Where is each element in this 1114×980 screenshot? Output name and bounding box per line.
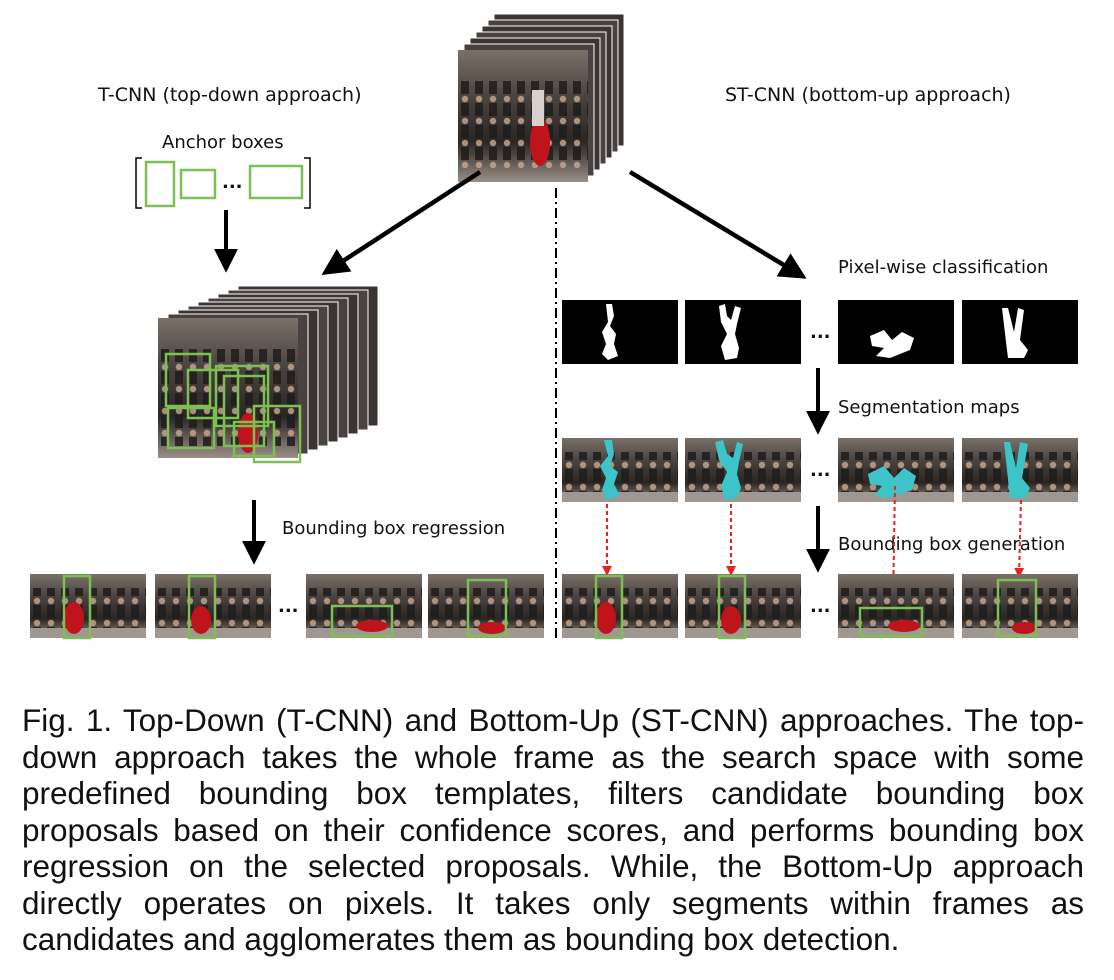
- seg-frame-2: [685, 438, 801, 502]
- mask-frame-3: [838, 300, 954, 364]
- stcnn-ellipsis: ...: [810, 596, 831, 617]
- stcnn-result-frame-4: [962, 574, 1078, 638]
- tcnn-frame-stack: [158, 285, 379, 464]
- stcnn-title: ST-CNN (bottom-up approach): [725, 84, 1011, 106]
- tcnn-ellipsis: ...: [278, 596, 299, 617]
- tcnn-result-frame-3: [306, 574, 422, 638]
- pixel-wise-label: Pixel-wise classification: [838, 257, 1048, 278]
- figure-diagram: T-CNN (top-down approach) ST-CNN (bottom…: [30, 13, 1078, 640]
- input-video-cube: [458, 13, 625, 182]
- anchor-boxes-label: Anchor boxes: [162, 132, 284, 153]
- anchor-box-tall: [144, 160, 176, 208]
- tcnn-result-frame-2: [155, 574, 271, 640]
- anchor-ellipsis: ...: [222, 172, 243, 193]
- arrow-to-tcnn: [321, 170, 482, 275]
- stcnn-result-frame-2: [685, 574, 801, 640]
- pixel-masks-row: ...: [562, 300, 1078, 364]
- tcnn-title: T-CNN (top-down approach): [97, 84, 362, 106]
- stcnn-result-frame-1: [562, 574, 678, 640]
- seg-frame-3: [838, 438, 954, 502]
- bbox-regression-label: Bounding box regression: [282, 518, 505, 539]
- stcnn-result-frames: ...: [562, 574, 1078, 640]
- seg-ellipsis: ...: [810, 460, 831, 481]
- mask-frame-2: [685, 300, 801, 364]
- stcnn-result-frame-3: [838, 574, 954, 638]
- seg-frame-4: [962, 438, 1078, 502]
- anchor-box-square: [179, 168, 217, 200]
- mask-frame-4: [962, 300, 1078, 364]
- bbox-generation-label: Bounding box generation: [838, 534, 1065, 555]
- mask-frame-1: [562, 300, 678, 364]
- anchor-box-wide: [248, 164, 304, 200]
- tcnn-result-frame-4: [428, 574, 544, 638]
- segmentation-row: ...: [562, 438, 1078, 502]
- mask-ellipsis: ...: [810, 322, 831, 343]
- seg-frame-1: [562, 438, 678, 502]
- segmentation-maps-label: Segmentation maps: [838, 397, 1020, 418]
- tcnn-result-frames: ...: [30, 574, 544, 640]
- arrow-to-stcnn: [628, 170, 807, 279]
- figure-caption: Fig. 1. Top-Down (T-CNN) and Bottom-Up (…: [22, 702, 1084, 957]
- tcnn-result-frame-1: [30, 574, 146, 640]
- anchor-boxes-group: ...: [135, 157, 311, 209]
